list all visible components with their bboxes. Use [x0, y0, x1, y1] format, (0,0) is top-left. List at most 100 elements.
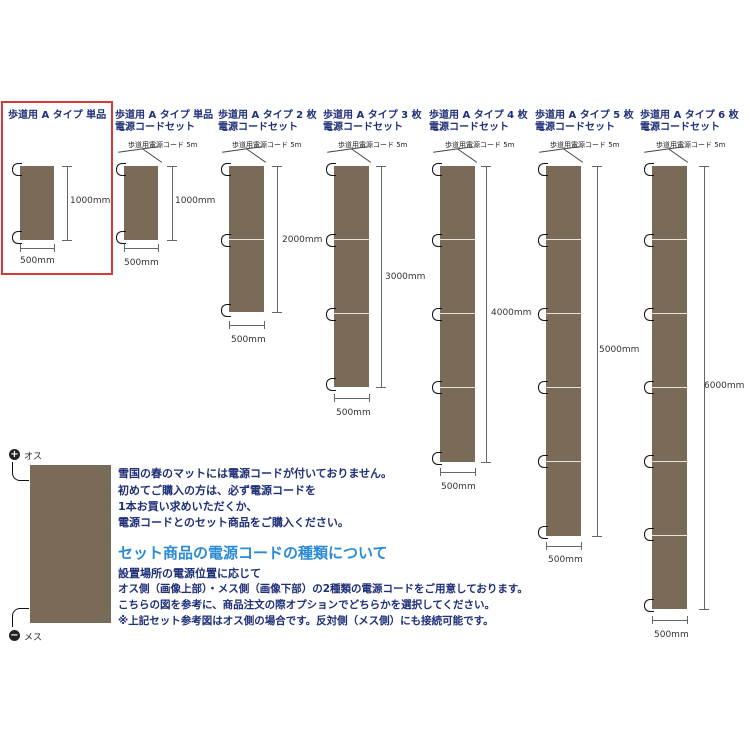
- cord-types-line: 設置場所の電源位置に応じて: [118, 567, 261, 580]
- hook-icon: [12, 231, 22, 244]
- hook-icon: [644, 528, 654, 541]
- hook-icon: [644, 455, 654, 468]
- hook-icon: [644, 163, 654, 176]
- product-title: 歩道用 A タイプ 単品: [8, 110, 107, 121]
- width-dimension-line: [440, 472, 475, 473]
- height-label: 2000mm: [282, 235, 323, 245]
- hook-icon: [538, 308, 548, 321]
- male-label: オス: [24, 452, 43, 462]
- mat-panel: [124, 166, 158, 240]
- hook-icon: [432, 308, 442, 321]
- height-label: 6000mm: [704, 381, 745, 391]
- plus-icon: +: [9, 449, 20, 460]
- height-label: 1000mm: [70, 196, 111, 206]
- height-dimension-line: [277, 166, 278, 312]
- width-label: 500mm: [20, 256, 55, 266]
- height-label: 3000mm: [385, 272, 426, 282]
- width-label: 500mm: [654, 630, 689, 640]
- product-title: 歩道用 A タイプ 6 枚: [640, 110, 739, 121]
- hook-icon: [538, 163, 548, 176]
- mat-panel: [334, 166, 369, 387]
- notice-line: 雪国の春のマットには電源コードが付いておりません。: [118, 467, 393, 480]
- cord-label: 歩道用電源コード 5m: [445, 141, 515, 149]
- cord-label: 歩道用電源コード 5m: [232, 141, 302, 149]
- hook-icon: [644, 308, 654, 321]
- female-cord-icon: [12, 608, 29, 627]
- product-subtitle: 電源コードセット: [535, 122, 615, 133]
- female-label: メス: [24, 633, 43, 643]
- hook-icon: [432, 163, 442, 176]
- width-label: 500mm: [124, 258, 159, 268]
- height-dimension-line: [172, 166, 173, 240]
- notice-line: 1本お買い求めいただくか、: [118, 500, 258, 513]
- product-subtitle: 電源コードセット: [218, 122, 298, 133]
- width-dimension-line: [334, 398, 369, 399]
- height-label: 1000mm: [175, 196, 216, 206]
- hook-icon: [432, 234, 442, 247]
- mat-panel: [652, 166, 687, 609]
- hook-icon: [12, 163, 22, 176]
- hook-icon: [221, 234, 231, 247]
- hook-icon: [644, 234, 654, 247]
- cord-types-line: ※上記セット参考図はオス側の場合です。反対側（メス側）にも接続可能です。: [118, 615, 494, 627]
- cord-label: 歩道用電源コード 5m: [550, 141, 620, 149]
- product-title: 歩道用 A タイプ 5 枚: [535, 110, 634, 121]
- male-cord-icon: [12, 462, 29, 481]
- mat-panel: [546, 166, 581, 536]
- cord-types-line: こちらの図を参考に、商品注文の際オプションでどちらかを選択してください。: [118, 599, 496, 611]
- product-subtitle: 電源コードセット: [323, 122, 403, 133]
- mat-panel: [20, 166, 54, 240]
- width-dimension-line: [546, 546, 581, 547]
- hook-icon: [644, 381, 654, 394]
- width-label: 500mm: [231, 335, 266, 345]
- width-label: 500mm: [441, 482, 476, 492]
- hook-icon: [326, 234, 336, 247]
- height-dimension-line: [381, 166, 382, 387]
- height-dimension-line: [486, 166, 487, 462]
- cord-label: 歩道用電源コード 5m: [656, 141, 726, 149]
- width-label: 500mm: [336, 408, 371, 418]
- width-dimension-line: [652, 620, 687, 621]
- hook-icon: [538, 381, 548, 394]
- cord-types-heading: セット商品の電源コードの種類について: [118, 544, 388, 562]
- cord-types-line: オス側（画像上部）・メス側（画像下部）の2種類の電源コードをご用意しております。: [118, 583, 528, 595]
- height-label: 5000mm: [599, 345, 640, 355]
- hook-icon: [538, 234, 548, 247]
- hook-icon: [538, 526, 548, 539]
- mat-panel: [229, 166, 264, 312]
- width-dimension-line: [124, 248, 158, 249]
- product-title: 歩道用 A タイプ 4 枚: [429, 110, 528, 121]
- width-dimension-line: [20, 248, 54, 249]
- hook-icon: [116, 163, 126, 176]
- hook-icon: [326, 378, 336, 391]
- hook-icon: [326, 308, 336, 321]
- legend-mat-panel: [30, 465, 111, 623]
- product-title: 歩道用 A タイプ 3 枚: [323, 110, 422, 121]
- height-dimension-line: [704, 166, 705, 609]
- minus-icon: −: [9, 630, 20, 641]
- product-title: 歩道用 A タイプ 2 枚: [218, 110, 317, 121]
- product-subtitle: 電源コードセット: [115, 122, 195, 133]
- selected-item-frame: [1, 101, 113, 275]
- hook-icon: [538, 455, 548, 468]
- width-label: 500mm: [548, 555, 583, 565]
- hook-icon: [116, 231, 126, 244]
- height-label: 4000mm: [491, 308, 532, 318]
- height-dimension-line: [67, 166, 68, 240]
- hook-icon: [221, 163, 231, 176]
- hook-icon: [432, 452, 442, 465]
- notice-line: 初めてご購入の方は、必ず電源コードを: [118, 484, 316, 497]
- hook-icon: [221, 304, 231, 317]
- cord-label: 歩道用電源コード 5m: [338, 141, 408, 149]
- notice-line: 電源コードとのセット商品をご購入ください。: [118, 516, 349, 529]
- hook-icon: [432, 381, 442, 394]
- height-dimension-line: [597, 166, 598, 536]
- cord-label: 歩道用電源コード 5m: [128, 141, 198, 149]
- hook-icon: [644, 599, 654, 612]
- product-title: 歩道用 A タイプ 単品: [115, 110, 214, 121]
- product-subtitle: 電源コードセット: [640, 122, 720, 133]
- hook-icon: [326, 163, 336, 176]
- mat-panel: [440, 166, 475, 462]
- width-dimension-line: [229, 325, 264, 326]
- product-subtitle: 電源コードセット: [429, 122, 509, 133]
